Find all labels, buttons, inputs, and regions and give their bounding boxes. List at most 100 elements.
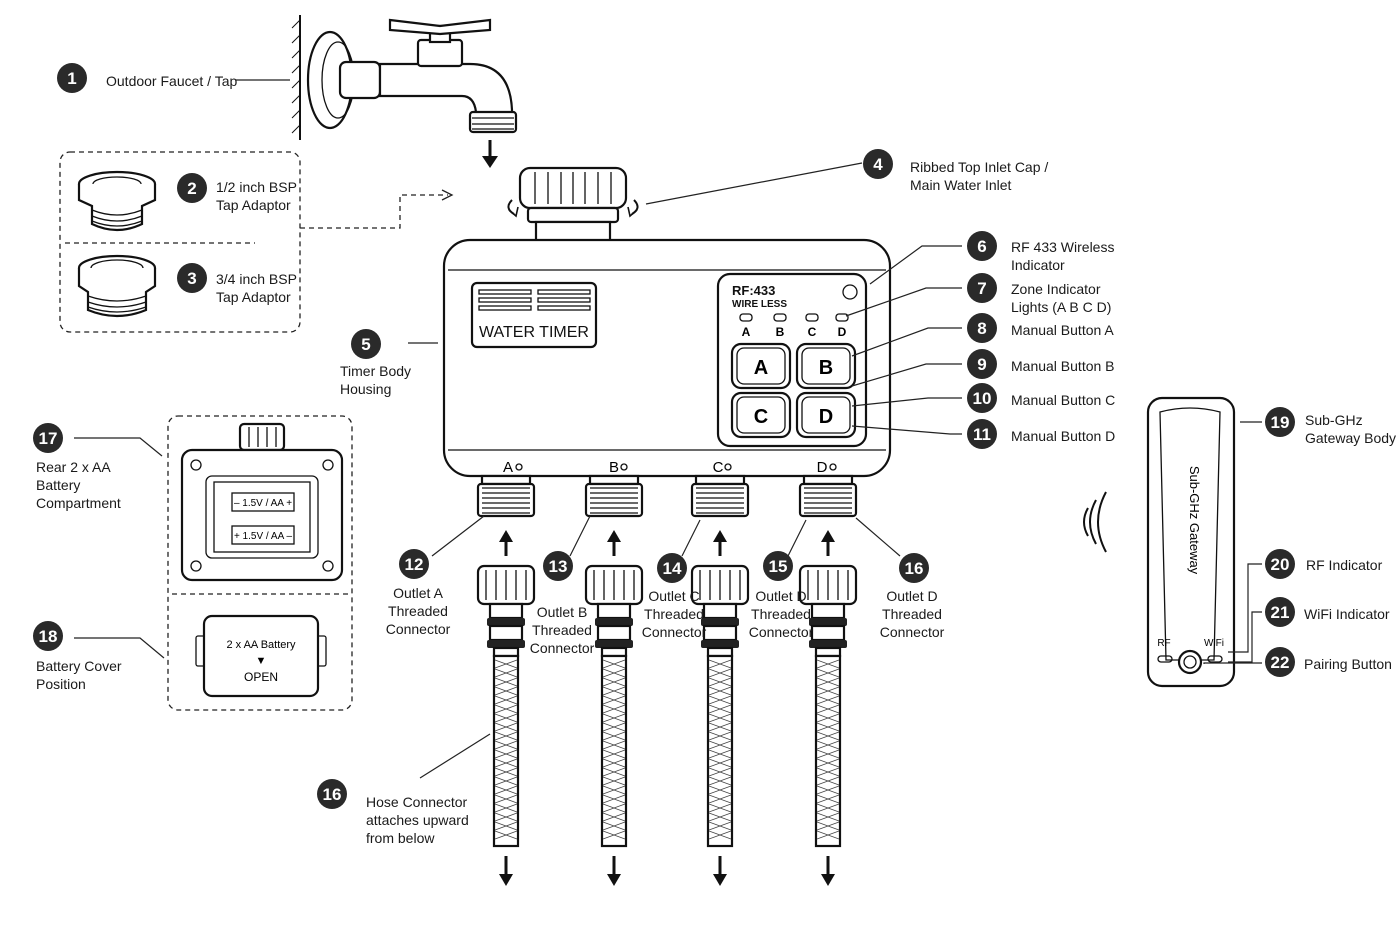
outlets-and-hoses — [476, 474, 858, 886]
callout-label-line: Hose Connector — [366, 794, 468, 810]
zone-indicator-lights: A B C D — [739, 313, 849, 339]
outlet-labels: A B C D — [503, 459, 837, 476]
callout-label-line: Lights (A B C D) — [1011, 299, 1111, 315]
three-quarter-inch-adaptor — [77, 254, 157, 318]
callout-label-line: attaches upward — [366, 812, 469, 828]
callout-number: 14 — [663, 559, 682, 578]
callout-label-line: Threaded — [532, 622, 592, 638]
manual-button-c[interactable]: C — [730, 391, 792, 439]
callout-number: 5 — [361, 335, 370, 354]
callout-badge — [33, 621, 63, 651]
callout-number: 9 — [977, 355, 986, 374]
gateway-rf-indicator — [1157, 655, 1173, 663]
callout-label-line: Sub-GHz — [1305, 412, 1363, 428]
callout-number: 1 — [67, 69, 76, 88]
callout-label-line: Battery — [36, 477, 80, 493]
manual-button-a[interactable]: A — [730, 342, 792, 390]
outlet-b — [584, 474, 644, 886]
callout-label-line: Threaded — [751, 606, 811, 622]
callout-badge — [351, 329, 381, 359]
callout-label-line: Position — [36, 676, 86, 692]
callout-label-line: Connector — [642, 624, 707, 640]
faucet — [291, 15, 518, 168]
gateway-wifi-indicator — [1207, 655, 1223, 663]
callout-number: 6 — [977, 237, 986, 256]
battery-open-arrow: ▼ — [256, 655, 267, 667]
sub-ghz-gateway: Sub-GHz Gateway RF WiFi — [1083, 396, 1236, 688]
battery-cover: 2 x AA Battery ▼ OPEN — [195, 614, 327, 698]
callout-number: 7 — [977, 279, 986, 298]
callout-badge — [967, 419, 997, 449]
callout-badge — [1265, 407, 1295, 437]
callout-number: 3 — [187, 269, 196, 288]
outlet-c — [690, 474, 750, 886]
callout-badge — [863, 149, 893, 179]
callout-label-line: Connector — [530, 640, 595, 656]
callout-label-line: Connector — [749, 624, 814, 640]
callout-label-line: Outlet A — [393, 585, 443, 601]
callout-badge — [899, 553, 929, 583]
callout-number: 11 — [973, 425, 991, 444]
callout-label-line: Manual Button D — [1011, 428, 1115, 444]
callout-badge — [177, 173, 207, 203]
manual-button-d[interactable]: D — [795, 391, 857, 439]
battery-box: – 1.5V / AA + + 1.5V / AA – 2 x AA Batte… — [167, 415, 353, 711]
callout-label-line: Indicator — [1011, 257, 1065, 273]
device-title: WATER TIMER — [479, 324, 589, 341]
wireless-text: WIRE LESS — [732, 299, 787, 310]
battery-cell-2: + 1.5V / AA – — [234, 531, 293, 542]
callout-number: 17 — [39, 429, 58, 448]
outlet-label-c: C — [713, 459, 724, 476]
zone-letter-a: A — [742, 325, 751, 339]
top-inlet-cap — [507, 166, 639, 244]
callout-badge — [657, 553, 687, 583]
callout-label-line: RF 433 Wireless — [1011, 239, 1114, 255]
zone-letter-b: B — [776, 325, 785, 339]
adaptor-box — [59, 151, 454, 333]
outlet-label-d: D — [817, 459, 828, 476]
callout-label-line: Timer Body — [340, 363, 411, 379]
callout-label-line: Manual Button B — [1011, 358, 1115, 374]
manual-button-b[interactable]: B — [795, 342, 857, 390]
battery-compartment: – 1.5V / AA + + 1.5V / AA – — [180, 422, 344, 582]
gateway-title: Sub-GHz Gateway — [1187, 466, 1202, 575]
callout-number: 12 — [405, 555, 424, 574]
callout-badge — [1265, 647, 1295, 677]
callout-number: 16 — [905, 559, 924, 578]
callout-badge — [543, 551, 573, 581]
callout-label-line: Gateway Body — [1305, 430, 1396, 446]
callout-badge — [399, 549, 429, 579]
callout-label-line: from below — [366, 830, 435, 846]
callout-badge — [1265, 549, 1295, 579]
callout-number: 10 — [973, 389, 992, 408]
callout-label-line: Tap Adaptor — [216, 197, 291, 213]
button-b-label: B — [819, 357, 833, 379]
callout-number: 20 — [1271, 555, 1290, 574]
leader-lines — [74, 79, 1262, 779]
callout-label-line: Manual Button C — [1011, 392, 1115, 408]
rf-text: RF:433 — [732, 283, 775, 298]
callout-label-line: Zone Indicator — [1011, 281, 1101, 297]
callout-11: 11 Manual Button D — [967, 419, 1115, 449]
button-d-label: D — [819, 406, 833, 428]
gateway-pairing-button[interactable] — [1177, 649, 1203, 675]
outlet-label-b: B — [609, 459, 619, 476]
callout-badge — [763, 551, 793, 581]
callout-badge — [967, 273, 997, 303]
callout-badge — [177, 263, 207, 293]
callout-label-line: Compartment — [36, 495, 121, 511]
button-c-label: C — [754, 406, 768, 428]
